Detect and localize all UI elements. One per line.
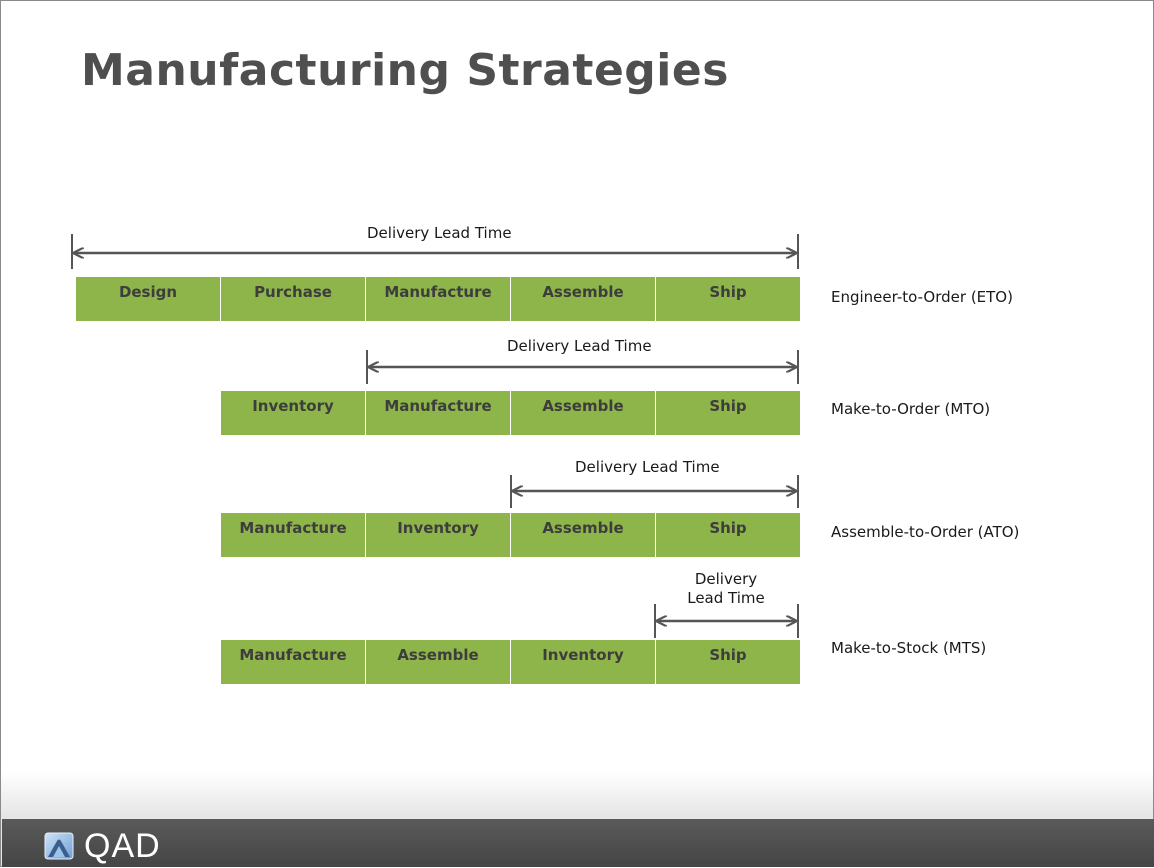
ato-process-row: Manufacture Inventory Assemble Ship — [221, 513, 800, 557]
mts-lead-time-label-line2: Lead Time — [687, 589, 765, 607]
mts-strategy-label: Make-to-Stock (MTS) — [831, 639, 987, 657]
mto-process-row: Inventory Manufacture Assemble Ship — [221, 391, 800, 435]
mts-lead-time-label-line1: Delivery — [694, 570, 758, 588]
ato-step-ship: Ship — [656, 513, 800, 557]
eto-process-row: Design Purchase Manufacture Assemble Shi… — [76, 277, 800, 321]
mts-step-ship: Ship — [656, 640, 800, 684]
mts-step-manufacture: Manufacture — [221, 640, 365, 684]
mto-step-manufacture: Manufacture — [366, 391, 510, 435]
eto-step-design: Design — [76, 277, 220, 321]
mts-step-assemble: Assemble — [366, 640, 510, 684]
qad-logo-icon — [44, 832, 74, 860]
footer-bar: QAD — [2, 819, 1154, 867]
mto-lead-time-label: Delivery Lead Time — [507, 337, 652, 355]
eto-step-manufacture: Manufacture — [366, 277, 510, 321]
eto-step-purchase: Purchase — [221, 277, 365, 321]
qad-logo: QAD — [44, 829, 161, 863]
eto-step-assemble: Assemble — [511, 277, 655, 321]
mts-lead-time-label: Delivery Lead Time — [673, 570, 779, 608]
eto-lead-time-label: Delivery Lead Time — [367, 224, 512, 242]
mts-process-row: Manufacture Assemble Inventory Ship — [221, 640, 800, 684]
mts-lead-time-arrow — [654, 604, 799, 638]
ato-lead-time-label: Delivery Lead Time — [575, 458, 720, 476]
ato-step-manufacture: Manufacture — [221, 513, 365, 557]
ato-strategy-label: Assemble-to-Order (ATO) — [831, 523, 1020, 541]
mts-step-inventory: Inventory — [511, 640, 655, 684]
mto-step-inventory: Inventory — [221, 391, 365, 435]
eto-lead-time-arrow — [71, 234, 799, 269]
ato-lead-time-arrow — [510, 475, 799, 508]
ato-step-inventory: Inventory — [366, 513, 510, 557]
eto-step-ship: Ship — [656, 277, 800, 321]
mto-strategy-label: Make-to-Order (MTO) — [831, 400, 991, 418]
eto-strategy-label: Engineer-to-Order (ETO) — [831, 288, 1013, 306]
slide-title: Manufacturing Strategies — [81, 45, 729, 96]
mto-lead-time-arrow — [366, 350, 799, 384]
mto-step-ship: Ship — [656, 391, 800, 435]
ato-step-assemble: Assemble — [511, 513, 655, 557]
mto-step-assemble: Assemble — [511, 391, 655, 435]
qad-logo-text: QAD — [84, 827, 161, 865]
